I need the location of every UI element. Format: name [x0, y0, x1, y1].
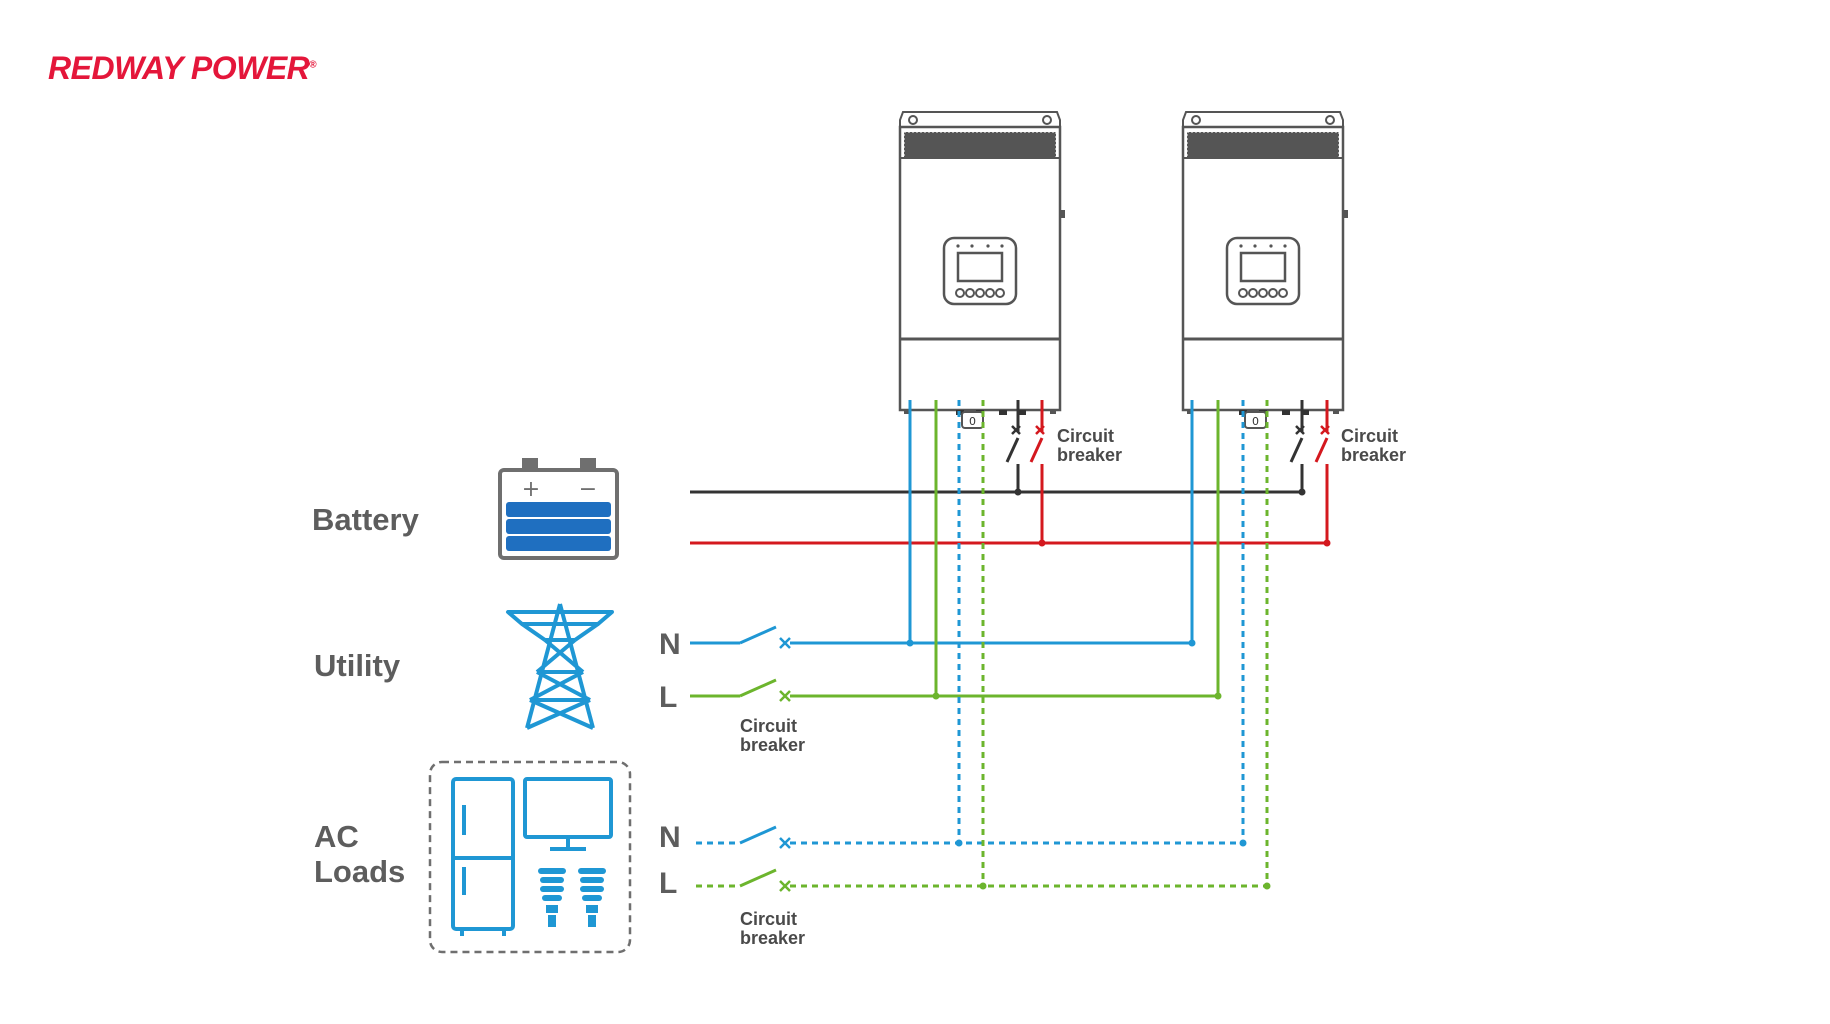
inverter-1-breaker-label-line1: Circuit	[1057, 426, 1114, 446]
load-breaker-label-line1: Circuit	[740, 909, 797, 929]
brand-logo: REDWAY POWER®	[48, 50, 317, 87]
monitor-icon	[523, 777, 613, 851]
battery-icon: + −	[498, 458, 619, 560]
battery-minus-sign: −	[579, 477, 597, 502]
utility-tower-icon	[506, 603, 614, 730]
inverter-1: 0	[898, 111, 1065, 429]
utility-breaker-label-line1: Circuit	[740, 716, 797, 736]
ac-loads-appliances	[428, 760, 632, 954]
battery-plus-sign: +	[522, 477, 540, 502]
load-live-line	[696, 400, 1271, 892]
inverter-2: 0	[1181, 111, 1348, 429]
load-l-label: L	[659, 867, 677, 900]
brand-name: REDWAY POWER	[48, 50, 310, 86]
utility-n-label: N	[659, 628, 681, 661]
inverter-1-battery-breaker	[1005, 400, 1046, 547]
inverter-2-breaker-label-line2: breaker	[1341, 445, 1406, 465]
inverter-1-port-label: 0	[969, 415, 976, 428]
ac-loads-dashed-box	[428, 760, 632, 954]
battery-bus	[690, 490, 1327, 545]
utility-label: Utility	[314, 648, 401, 683]
refrigerator-icon	[451, 777, 515, 936]
battery-label: Battery	[312, 502, 420, 537]
brand-registered-mark: ®	[309, 59, 317, 71]
load-neutral-line	[696, 400, 1247, 849]
load-breaker-label-line2: breaker	[740, 928, 805, 948]
inverter-2-port-label: 0	[1252, 415, 1259, 428]
utility-breaker-label-line2: breaker	[740, 735, 805, 755]
inverter-2-battery-breaker	[1289, 400, 1331, 547]
utility-neutral-line	[690, 400, 1196, 649]
ac-loads-label-line1: AC	[314, 819, 359, 854]
ac-loads-label-line2: Loads	[314, 854, 405, 889]
utility-l-label: L	[659, 681, 677, 714]
inverter-2-breaker-label-line1: Circuit	[1341, 426, 1398, 446]
load-n-label: N	[659, 821, 681, 854]
light-bulb-icons	[538, 868, 606, 927]
utility-live-line	[690, 400, 1222, 702]
inverter-1-breaker-label-line2: breaker	[1057, 445, 1122, 465]
